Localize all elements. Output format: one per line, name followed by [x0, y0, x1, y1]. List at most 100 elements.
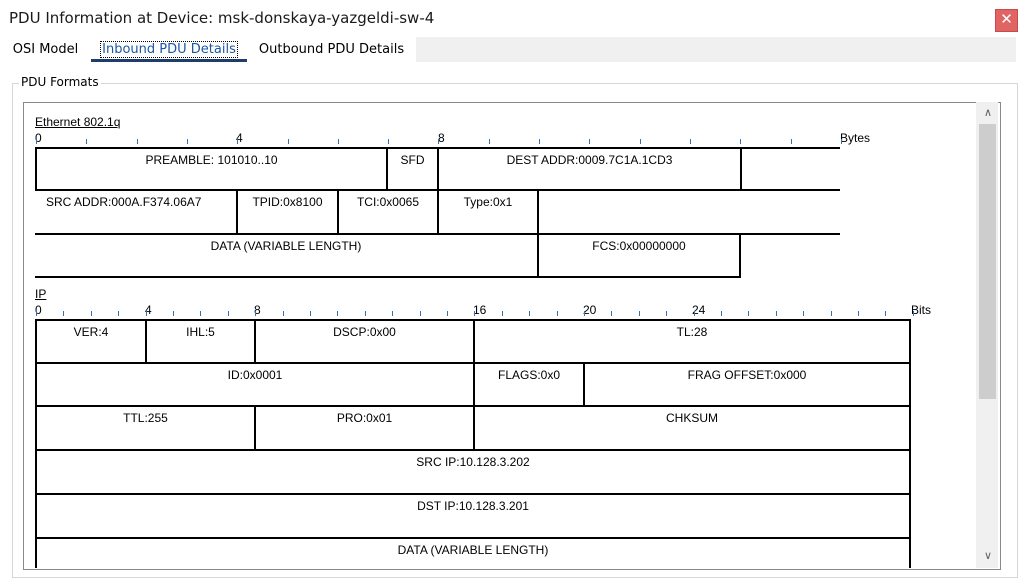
ruler-tick: [282, 311, 284, 316]
field-src-addr: SRC ADDR:000A.F374.06A7: [35, 189, 238, 235]
field-tpid: TPID:0x8100: [236, 189, 339, 235]
field-protocol: PRO:0x01: [254, 405, 475, 451]
ruler-tick: [392, 311, 394, 316]
ruler-unit-bytes: Bytes: [840, 131, 871, 145]
ruler-unit-bits: Bits: [911, 303, 932, 317]
ruler-tick: [447, 311, 448, 316]
ruler-tick: [36, 311, 37, 316]
ruler-tick: [145, 311, 147, 316]
ruler-tick: [589, 139, 591, 144]
ruler-tick: [90, 311, 92, 316]
close-button[interactable]: ✕: [995, 9, 1018, 32]
ruler-tick: [118, 311, 120, 316]
tab-strip-background: [416, 37, 1016, 62]
scroll-down-button[interactable]: ∨: [978, 547, 998, 565]
field-sfd: SFD: [386, 147, 439, 191]
ruler-tick: [584, 311, 585, 316]
ruler-tick: [740, 139, 742, 144]
ruler-tick: [858, 311, 859, 316]
scrollbar-thumb[interactable]: [979, 124, 996, 399]
field-tl: TL:28: [473, 319, 911, 364]
ruler-tick: [638, 311, 640, 316]
field-dscp: DSCP:0x00: [254, 319, 475, 364]
ruler-number: 4: [236, 131, 243, 145]
field-checksum: CHKSUM: [473, 405, 911, 451]
ruler-tick: [693, 311, 695, 316]
field-ver: VER:4: [35, 319, 147, 364]
ruler-tick: [666, 311, 668, 316]
ruler-tick: [840, 139, 842, 144]
tab-label: OSI Model: [12, 42, 79, 57]
ruler-number: 0: [35, 303, 42, 317]
ruler-tick: [388, 139, 390, 144]
ruler-tick: [255, 311, 257, 316]
ruler-number: 20: [583, 303, 597, 317]
ruler-tick: [611, 311, 613, 316]
ethernet-section-title: Ethernet 802.1q: [35, 115, 121, 129]
ruler-tick: [539, 139, 540, 144]
ruler-number: 24: [692, 303, 706, 317]
ruler-tick: [748, 311, 750, 316]
ruler-tick: [364, 311, 366, 316]
ruler-tick: [63, 311, 65, 316]
ruler-tick: [337, 139, 339, 144]
chevron-down-icon: ∨: [983, 550, 993, 562]
field-fcs: FCS:0x00000000: [537, 233, 741, 278]
ruler-tick: [474, 311, 476, 316]
ruler-tick: [237, 139, 239, 144]
ruler-tick: [501, 311, 503, 316]
ruler-tick: [287, 139, 289, 144]
ruler-tick: [689, 139, 691, 144]
ruler-tick: [488, 139, 490, 144]
group-label: PDU Formats: [19, 75, 101, 89]
field-frag-offset: FRAG OFFSET:0x000: [583, 362, 911, 407]
ruler-tick: [419, 311, 421, 316]
ruler-number: 8: [254, 303, 261, 317]
ruler-tick: [200, 311, 202, 316]
ruler-tick: [310, 311, 311, 316]
ruler-tick: [227, 311, 229, 316]
ruler-number: 0: [35, 131, 42, 145]
ruler-number: 4: [145, 303, 152, 317]
ruler-tick: [775, 311, 777, 316]
ruler-tick: [830, 311, 832, 316]
tab-outbound-pdu-details[interactable]: Outbound PDU Details: [247, 37, 416, 62]
field-id: ID:0x0001: [35, 362, 475, 407]
ruler-number: 16: [473, 303, 487, 317]
close-icon: ✕: [1000, 11, 1013, 28]
tab-label: Outbound PDU Details: [258, 42, 405, 57]
field-eth-spill: [740, 147, 840, 191]
field-dst-ip: DST IP:10.128.3.201: [35, 493, 911, 539]
ruler-tick: [186, 139, 188, 144]
ip-section-title: IP: [35, 287, 47, 301]
field-ip-data: DATA (VARIABLE LENGTH): [35, 537, 911, 568]
ruler-tick: [337, 311, 339, 316]
scroll-up-button[interactable]: ∧: [978, 104, 998, 122]
field-flags: FLAGS:0x0: [473, 362, 585, 407]
field-ttl: TTL:255: [35, 405, 256, 451]
field-eth-data: DATA (VARIABLE LENGTH): [35, 233, 539, 278]
ruler-tick: [912, 311, 914, 316]
ruler-tick: [36, 139, 37, 144]
field-dest-addr: DEST ADDR:0009.7C1A.1CD3: [437, 147, 742, 191]
ruler-tick: [721, 311, 722, 316]
field-preamble: PREAMBLE: 101010..10: [35, 147, 388, 191]
tab-osi-model[interactable]: OSI Model: [0, 37, 91, 62]
tab-label: Inbound PDU Details: [100, 41, 238, 58]
ruler-tick: [803, 311, 805, 316]
field-eth-spill-2: [537, 189, 840, 235]
ruler-tick: [639, 139, 641, 144]
field-type: Type:0x1: [437, 189, 539, 235]
field-src-ip: SRC IP:10.128.3.202: [35, 449, 911, 495]
ruler-tick: [136, 139, 138, 144]
ruler-tick: [885, 311, 887, 316]
field-ihl: IHL:5: [145, 319, 256, 364]
ruler-tick: [556, 311, 558, 316]
ruler-number: 8: [438, 131, 445, 145]
field-tci: TCI:0x0065: [337, 189, 439, 235]
tab-inbound-pdu-details[interactable]: Inbound PDU Details: [91, 37, 247, 62]
active-tab-indicator: [91, 59, 247, 62]
ruler-tick: [529, 311, 531, 316]
window-title: PDU Information at Device: msk-donskaya-…: [9, 9, 435, 27]
ruler-tick: [438, 139, 440, 144]
